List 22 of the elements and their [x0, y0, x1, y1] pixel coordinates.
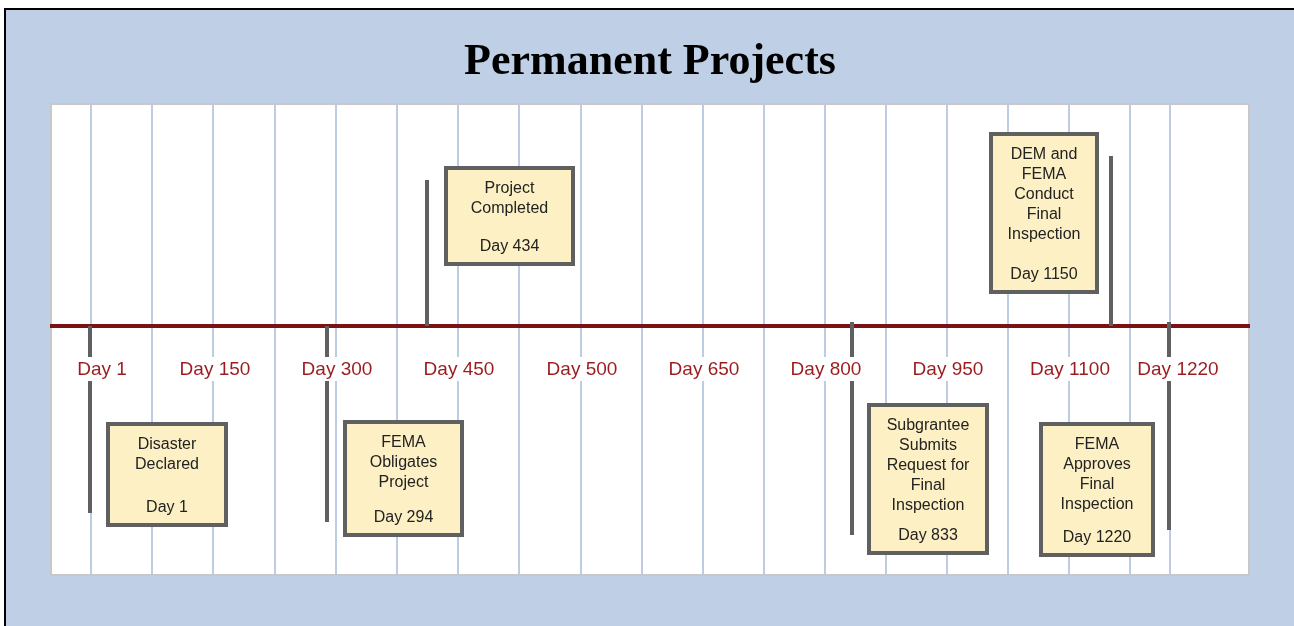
day-text: Day 1150 — [1010, 264, 1078, 284]
day-text: Day 833 — [898, 525, 958, 545]
event-text: FEMA Approves Final Inspection — [1059, 434, 1135, 514]
event-box — [989, 132, 1099, 294]
axis-label: Day 1220 — [1135, 357, 1221, 381]
event-text: Project Completed — [469, 178, 550, 218]
event-text: FEMA Obligates Project — [368, 432, 439, 492]
event-box — [343, 420, 464, 537]
day-text: Day 434 — [479, 236, 540, 256]
event-text: Disaster Declared — [134, 434, 200, 474]
axis-label: Day 1100 — [1028, 357, 1112, 381]
day-text: Day 294 — [373, 507, 434, 527]
event-box — [106, 422, 228, 527]
day-text: Day 1 — [146, 497, 188, 517]
event-box — [867, 403, 989, 555]
event-text: Subgrantee Submits Request for Final Inspection — [885, 415, 971, 515]
day-text: Day 1220 — [1062, 527, 1132, 547]
event-box — [444, 166, 575, 266]
axis-label: Day 1 — [75, 357, 129, 381]
event-text: DEM and FEMA Conduct Final Inspection — [1006, 144, 1082, 244]
event-box — [1039, 422, 1155, 557]
title: Permanent Projects — [463, 34, 837, 85]
